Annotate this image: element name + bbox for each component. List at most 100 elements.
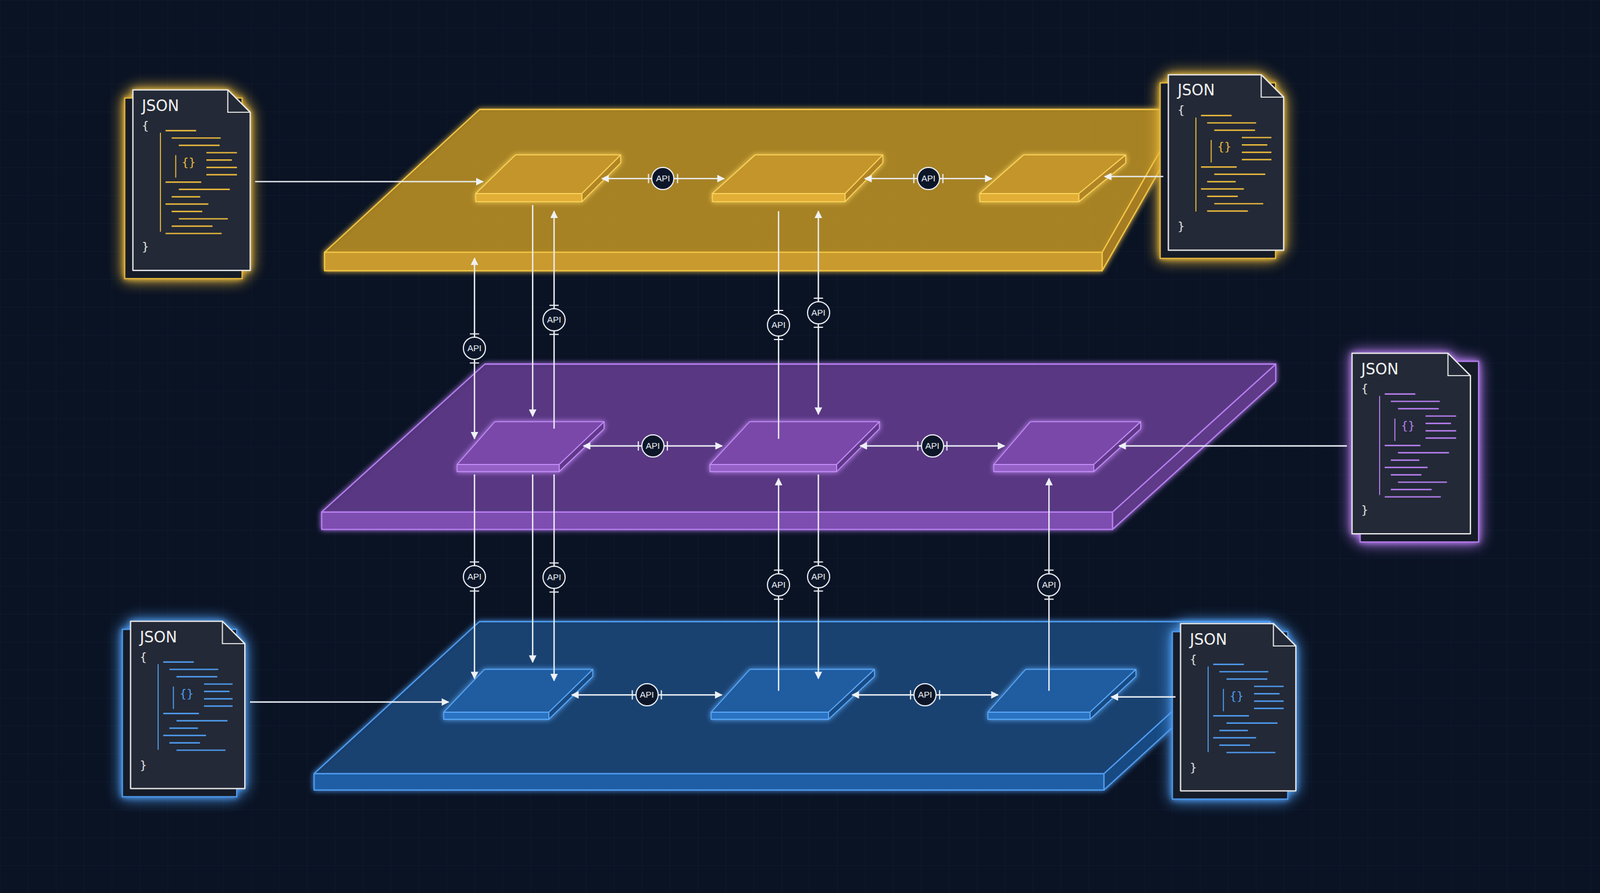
badge-tick bbox=[631, 690, 634, 700]
code-line bbox=[169, 668, 219, 670]
badge-tick bbox=[813, 561, 824, 563]
json-label: JSON bbox=[141, 97, 180, 115]
page-fold bbox=[1273, 623, 1296, 646]
json-document: JSON{{}} bbox=[1166, 617, 1302, 806]
json-label: JSON bbox=[139, 628, 177, 646]
slab-top bbox=[712, 155, 883, 195]
service-tile bbox=[706, 418, 883, 475]
badge-tick bbox=[469, 333, 480, 335]
code-gutter bbox=[1195, 117, 1197, 212]
code-line bbox=[1425, 415, 1457, 417]
json-document: JSON{{}} bbox=[1345, 347, 1485, 549]
code-gutter bbox=[1207, 666, 1209, 752]
code-line bbox=[1201, 166, 1237, 168]
badge-tick bbox=[637, 441, 639, 451]
code-brace: {} bbox=[1401, 418, 1416, 433]
code-line bbox=[206, 166, 238, 169]
service-tile bbox=[976, 151, 1130, 205]
code-line bbox=[1201, 114, 1232, 116]
slab-top bbox=[314, 621, 1271, 774]
badge-tick bbox=[549, 304, 559, 306]
code-line bbox=[204, 683, 233, 685]
code-gutter bbox=[1379, 395, 1381, 495]
code-gutter bbox=[175, 155, 177, 178]
layer-platform bbox=[321, 106, 1187, 274]
api-badge: API bbox=[920, 434, 945, 458]
shape-outline bbox=[984, 666, 1139, 723]
badge-tick bbox=[549, 562, 559, 564]
code-line bbox=[1214, 173, 1266, 175]
front-page bbox=[132, 89, 250, 271]
code-gutter bbox=[157, 664, 159, 750]
api-badge: API bbox=[542, 565, 566, 589]
code-line bbox=[163, 661, 195, 663]
code-line bbox=[206, 151, 238, 153]
slab-front bbox=[710, 464, 838, 472]
code-line bbox=[1226, 751, 1276, 753]
badge-tick bbox=[676, 173, 678, 184]
json-document: JSON{{}} bbox=[116, 615, 252, 803]
api-badge: API bbox=[766, 313, 791, 337]
badge-tick bbox=[913, 173, 915, 184]
api-badge: API bbox=[916, 166, 941, 191]
badge-tick bbox=[469, 362, 480, 364]
code-line bbox=[1390, 459, 1420, 461]
slab-top bbox=[711, 669, 875, 713]
service-tile bbox=[472, 151, 624, 205]
shape-outline bbox=[1166, 617, 1302, 806]
code-line bbox=[171, 137, 221, 139]
front-page bbox=[1168, 74, 1284, 250]
badge-tick bbox=[938, 690, 941, 700]
code-line bbox=[1214, 129, 1256, 131]
code-brace: } bbox=[1361, 502, 1369, 517]
json-label: JSON bbox=[1189, 630, 1227, 649]
layer-platform bbox=[318, 361, 1280, 533]
code-line bbox=[1390, 488, 1432, 491]
code-line bbox=[1213, 737, 1257, 739]
api-connector bbox=[255, 180, 484, 182]
code-line bbox=[1425, 429, 1457, 431]
shape-outline bbox=[709, 151, 887, 205]
service-tile bbox=[440, 666, 596, 723]
api-connector bbox=[1104, 175, 1164, 177]
slab-top bbox=[324, 109, 1184, 253]
slab-top bbox=[456, 421, 605, 465]
code-line bbox=[1201, 187, 1245, 189]
code-line bbox=[204, 690, 230, 692]
code-brace: {} bbox=[1217, 139, 1232, 154]
badge-tick bbox=[813, 326, 824, 328]
code-brace: { bbox=[1177, 102, 1185, 117]
slab-top bbox=[993, 421, 1141, 465]
code-line bbox=[1254, 685, 1284, 687]
slab-front bbox=[987, 712, 1091, 720]
front-page bbox=[130, 621, 246, 789]
code-gutter bbox=[1394, 418, 1396, 442]
code-line bbox=[1390, 400, 1440, 402]
code-brace: {} bbox=[179, 686, 194, 701]
code-gutter bbox=[1210, 139, 1212, 163]
shape-outline bbox=[990, 418, 1144, 475]
badge-tick bbox=[773, 569, 784, 571]
layer-platform bbox=[311, 618, 1274, 794]
api-connector bbox=[531, 474, 534, 663]
slab-top bbox=[475, 155, 621, 195]
code-line bbox=[165, 203, 209, 205]
code-line bbox=[206, 159, 232, 161]
slab-front bbox=[475, 193, 582, 202]
page-fold bbox=[222, 621, 246, 645]
slab-top bbox=[979, 155, 1126, 195]
badge-tick bbox=[942, 173, 944, 184]
code-brace: { bbox=[1361, 381, 1369, 396]
code-line bbox=[163, 734, 207, 737]
slab-top bbox=[443, 669, 593, 713]
code-line bbox=[1206, 180, 1236, 182]
code-line bbox=[1384, 495, 1442, 498]
code-line bbox=[165, 232, 222, 234]
code-brace: } bbox=[1189, 760, 1197, 775]
badge-tick bbox=[773, 309, 784, 312]
api-connector bbox=[1111, 696, 1175, 698]
code-line bbox=[1206, 122, 1256, 124]
slab-front bbox=[321, 512, 1113, 530]
